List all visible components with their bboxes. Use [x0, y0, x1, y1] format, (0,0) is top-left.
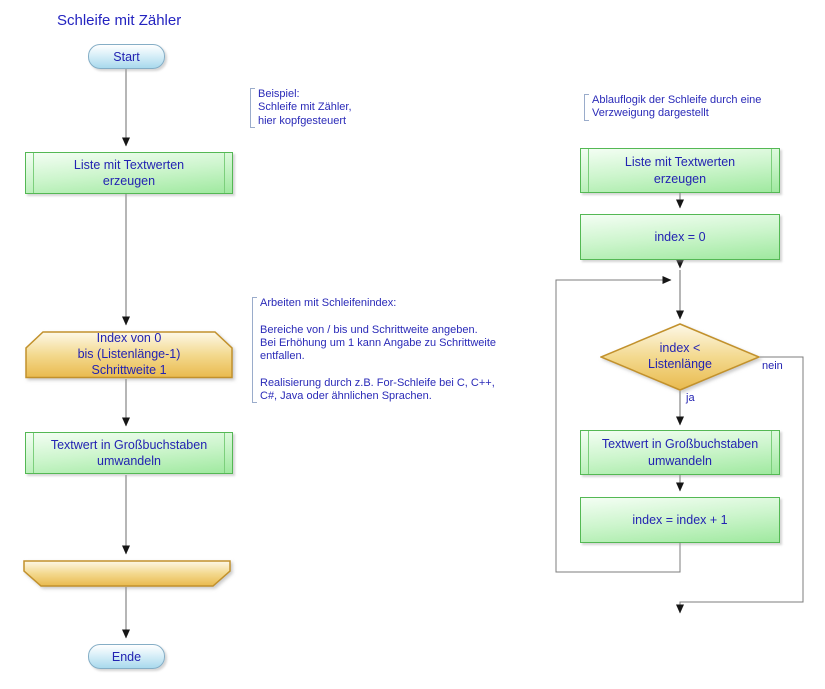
comment-branch-logic: Ablauflogik der Schleife durch eine Verz…	[584, 93, 761, 122]
subprocess-uppercase-left: Textwert in Großbuchstaben umwandeln	[25, 432, 233, 474]
terminator-start: Start	[88, 44, 165, 69]
subprocess-side-line	[33, 433, 34, 473]
flowchart-title: Schleife mit Zähler	[57, 12, 182, 29]
decision-label: index < Listenlänge	[648, 341, 712, 371]
subprocess-side-line	[771, 431, 772, 474]
comment-example: Beispiel: Schleife mit Zähler, hier kopf…	[250, 87, 352, 129]
terminator-end: Ende	[88, 644, 165, 669]
subprocess-side-line	[771, 149, 772, 192]
subprocess-side-line	[224, 153, 225, 193]
terminator-end-label: Ende	[111, 649, 142, 664]
process-init-index-label: index = 0	[654, 229, 706, 244]
subprocess-create-list-left-label: Liste mit Textwerten erzeugen	[73, 157, 185, 188]
subprocess-side-line	[588, 149, 589, 192]
loop-start-polygon	[25, 331, 233, 379]
process-increment-label: index = index + 1	[632, 512, 728, 527]
branch-label-ja: ja	[686, 392, 695, 404]
loop-start-shape: Index von 0 bis (Listenlänge-1) Schrittw…	[25, 331, 233, 379]
subprocess-side-line	[33, 153, 34, 193]
comment-loop-index: Arbeiten mit Schleifenindex: Bereiche vo…	[252, 296, 496, 404]
subprocess-create-list-left: Liste mit Textwerten erzeugen	[25, 152, 233, 194]
loop-end-shape	[23, 560, 231, 587]
terminator-start-label: Start	[113, 49, 140, 64]
loop-end-polygon	[23, 560, 231, 587]
decision-polygon	[600, 323, 760, 391]
subprocess-side-line	[224, 433, 225, 473]
subprocess-create-list-right-label: Liste mit Textwerten erzeugen	[624, 155, 736, 186]
subprocess-create-list-right: Liste mit Textwerten erzeugen	[580, 148, 780, 193]
subprocess-side-line	[588, 431, 589, 474]
process-increment: index = index + 1	[580, 497, 780, 543]
process-init-index: index = 0	[580, 214, 780, 260]
decision-diamond: index < Listenlänge	[600, 323, 760, 391]
subprocess-uppercase-left-label: Textwert in Großbuchstaben umwandeln	[50, 437, 208, 468]
subprocess-uppercase-right-label: Textwert in Großbuchstaben umwandeln	[601, 437, 759, 468]
loop-start-label: Index von 0 bis (Listenlänge-1) Schrittw…	[77, 331, 181, 377]
subprocess-uppercase-right: Textwert in Großbuchstaben umwandeln	[580, 430, 780, 475]
branch-label-nein: nein	[762, 360, 783, 372]
